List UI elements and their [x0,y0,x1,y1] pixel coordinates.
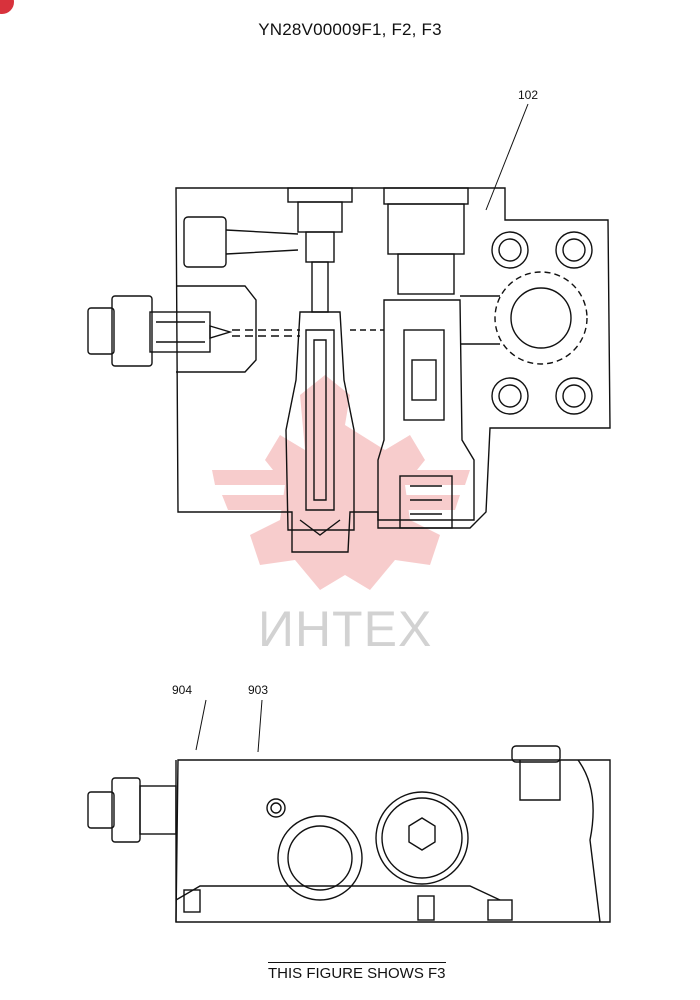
drawing-title: YN28V00009F1, F2, F3 [258,20,442,39]
watermark-text: ИНТЕХ [258,601,433,657]
side-view-valve-body [87,699,611,923]
watermark-gear-logo-icon [212,375,470,590]
callout-904: 904 [172,683,193,697]
callout-102: 102 [518,88,539,102]
callout-903: 903 [248,683,269,697]
top-view-valve-body [87,103,611,553]
figure-caption: THIS FIGURE SHOWS F3 [268,962,446,982]
